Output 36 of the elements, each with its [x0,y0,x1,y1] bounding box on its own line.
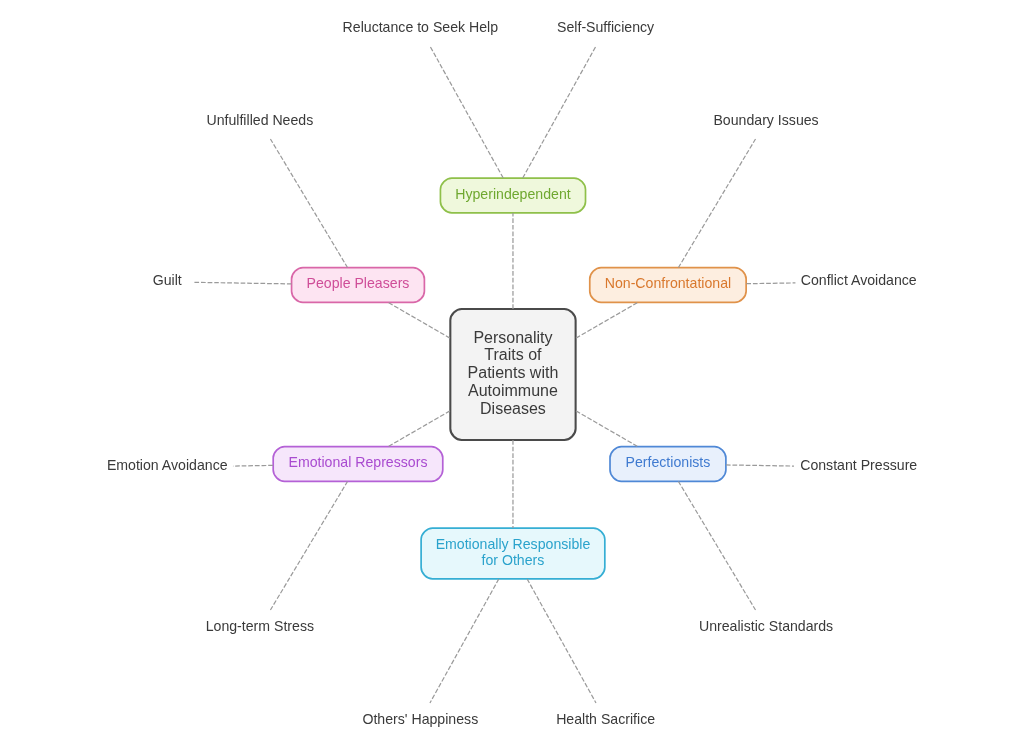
connector [511,212,514,310]
connector [387,410,451,448]
node-box: Non-Confrontational [588,266,747,304]
node-text: Unfulfilled Needs [205,111,313,128]
connector [428,578,499,704]
connector [269,137,348,269]
node-text: Health Sacrifice [555,710,655,727]
connector [428,45,504,179]
connector [511,439,514,529]
connector [724,464,795,467]
node-box: Emotional Repressors [271,445,444,483]
node-text: Emotion Avoidance [106,457,228,474]
node-text: Long-term Stress [205,617,314,634]
node-text: Self-Sufficiency [556,19,654,36]
node-box: Perfectionists [608,445,727,483]
connector [745,282,796,285]
connector [574,410,638,448]
connector [269,480,348,612]
node-text: Guilt [152,272,182,289]
node-box: Emotionally Responsible for Others [419,527,606,580]
node-text: Unrealistic Standards [698,617,833,634]
connector [231,464,274,467]
node-text: Others' Happiness [361,710,478,727]
connector [677,137,756,269]
connector [677,480,756,612]
node-text: Conflict Avoidance [800,272,917,289]
node-box: People Pleasers [290,266,425,304]
node-box: Personality Traits of Patients with Autoimmune Diseases [448,308,577,441]
node-text: Boundary Issues [712,111,819,128]
connector [526,578,597,704]
connector [521,45,597,179]
node-text: Constant Pressure [799,457,917,474]
node-text: Reluctance to Seek Help [342,19,498,36]
connector [387,301,451,339]
node-box: Hyperindependent [439,177,586,214]
connector [574,301,638,339]
